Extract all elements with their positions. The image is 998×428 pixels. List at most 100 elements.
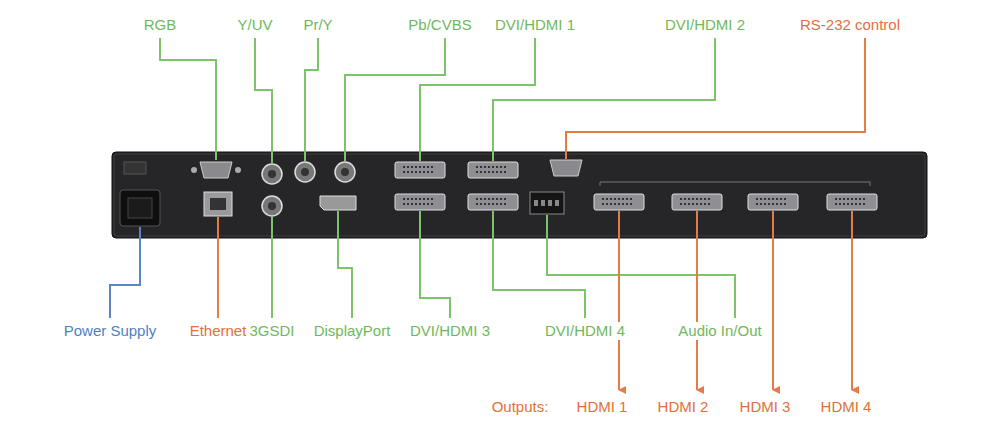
connector-pin xyxy=(419,171,421,173)
output-label: Outputs: xyxy=(489,398,552,416)
connector-label: Y/UV xyxy=(234,16,275,34)
connector-pin xyxy=(602,198,604,200)
connector-pin xyxy=(484,171,486,173)
connector-label: Pb/CVBS xyxy=(405,16,474,34)
connector-pin xyxy=(403,198,405,200)
connector-pin xyxy=(476,203,478,205)
connector-pin xyxy=(419,203,421,205)
connector-pin xyxy=(704,198,706,200)
connector-pin xyxy=(610,198,612,200)
connector-pin xyxy=(704,203,706,205)
connector-pin xyxy=(407,198,409,200)
connector-pin xyxy=(622,198,624,200)
connector-label: DisplayPort xyxy=(311,322,394,340)
connector-pin xyxy=(708,203,710,205)
connector-pin xyxy=(488,166,490,168)
connector-pin xyxy=(843,198,845,200)
connector-pin xyxy=(500,198,502,200)
connector-pin xyxy=(851,198,853,200)
connector-pin xyxy=(492,166,494,168)
connector-pin xyxy=(630,198,632,200)
connector-pin xyxy=(480,203,482,205)
connector-pin xyxy=(488,198,490,200)
connector-pin xyxy=(411,171,413,173)
connector-pin xyxy=(504,166,506,168)
connector-pin xyxy=(692,198,694,200)
connector-pin xyxy=(419,198,421,200)
connector-pin xyxy=(403,171,405,173)
connector-pin xyxy=(411,166,413,168)
connector-pin xyxy=(839,198,841,200)
connector-pin xyxy=(772,203,774,205)
connector-pin xyxy=(847,203,849,205)
connector-pin xyxy=(614,203,616,205)
connector-pin xyxy=(484,166,486,168)
connector-pin xyxy=(484,203,486,205)
connector-pin xyxy=(760,203,762,205)
output-label: HDMI 4 xyxy=(818,398,875,416)
connector-pin xyxy=(756,203,758,205)
connector-pin xyxy=(496,203,498,205)
connector-pin xyxy=(626,198,628,200)
connector-pin xyxy=(680,203,682,205)
connector-label: DVI/HDMI 1 xyxy=(492,16,578,34)
connector-pin xyxy=(504,198,506,200)
connector-pin xyxy=(602,203,604,205)
connector-pin xyxy=(427,203,429,205)
connector-pin xyxy=(630,203,632,205)
connector-pin xyxy=(606,198,608,200)
connector-pin xyxy=(488,171,490,173)
connector-pin xyxy=(859,203,861,205)
connector-pin xyxy=(700,203,702,205)
connector-label: DVI/HDMI 2 xyxy=(662,16,748,34)
connector-pin xyxy=(700,198,702,200)
connector-pin xyxy=(776,198,778,200)
connector-pin xyxy=(768,198,770,200)
connector-pin xyxy=(427,171,429,173)
connector-pin xyxy=(764,198,766,200)
connector-pin xyxy=(776,203,778,205)
connector-pin xyxy=(476,198,478,200)
connector-pin xyxy=(403,203,405,205)
connector-pin xyxy=(492,171,494,173)
connector-pin xyxy=(423,166,425,168)
connector-pin xyxy=(772,198,774,200)
connector-label: 3GSDI xyxy=(246,322,297,340)
connector-pin xyxy=(780,198,782,200)
connector-pin xyxy=(415,203,417,205)
connector-pin xyxy=(480,198,482,200)
connector-pin xyxy=(415,198,417,200)
connector-pin xyxy=(835,198,837,200)
connector-pin xyxy=(407,171,409,173)
connector-label: Pr/Y xyxy=(300,16,335,34)
connector-pin xyxy=(431,166,433,168)
connector-pin xyxy=(411,203,413,205)
connector-pin xyxy=(843,203,845,205)
output-label: HDMI 2 xyxy=(655,398,712,416)
connector-label: Power Supply xyxy=(61,322,160,340)
connector-pin xyxy=(622,203,624,205)
connector-pin xyxy=(403,166,405,168)
connector-pin xyxy=(476,171,478,173)
connector-pin xyxy=(784,203,786,205)
connector-pin xyxy=(476,166,478,168)
connector-pin xyxy=(784,198,786,200)
connector-pin xyxy=(431,171,433,173)
output-label: HDMI 1 xyxy=(574,398,631,416)
connector-label: RS-232 control xyxy=(797,16,903,34)
connector-pin xyxy=(480,166,482,168)
connector-pin xyxy=(768,203,770,205)
connector-pin xyxy=(500,166,502,168)
connector-pin xyxy=(684,203,686,205)
connector-pin xyxy=(760,198,762,200)
connector-pin xyxy=(606,203,608,205)
connector-pin xyxy=(614,198,616,200)
connector-pin xyxy=(492,203,494,205)
connector-pin xyxy=(415,166,417,168)
connector-pin xyxy=(696,198,698,200)
connector-label: Audio In/Out xyxy=(675,322,764,340)
connector-pin xyxy=(610,203,612,205)
connector-pin xyxy=(863,198,865,200)
